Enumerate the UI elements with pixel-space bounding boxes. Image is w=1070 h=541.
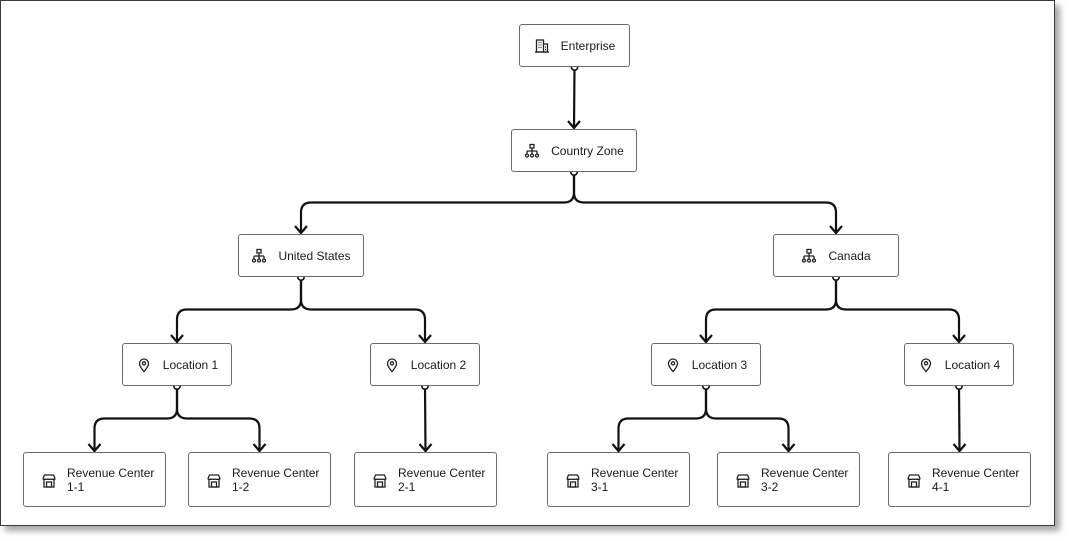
arrowhead: [418, 334, 432, 344]
node-label-line1: Revenue Center: [398, 466, 486, 480]
node-enterprise[interactable]: Enterprise: [519, 24, 630, 67]
connector-location_1-rc_1_1: [93, 386, 179, 451]
node-revenue-center-1-1[interactable]: Revenue Center 1-1: [23, 452, 166, 507]
arrowhead: [418, 443, 433, 453]
store-icon: [565, 473, 581, 489]
node-label-line1: Revenue Center: [232, 466, 320, 480]
store-icon: [906, 473, 922, 489]
connector-country_zone-united_states: [299, 172, 576, 233]
node-country-zone[interactable]: Country Zone: [511, 129, 637, 172]
connector-location_3-rc_3_1: [617, 386, 708, 451]
arrowhead: [252, 443, 267, 453]
store-icon: [735, 473, 751, 489]
store-icon: [372, 473, 388, 489]
node-label-line2: 1-2: [232, 480, 250, 494]
hierarchy-icon: [524, 143, 540, 159]
store-icon: [41, 473, 57, 489]
node-label-line2: 3-1: [591, 480, 609, 494]
node-label: Location 2: [410, 357, 467, 372]
node-label: Canada: [828, 248, 871, 263]
node-location-3[interactable]: Location 3: [651, 343, 761, 386]
connector-location_1-rc_1_2: [175, 386, 261, 451]
connector-enterprise-country_zone: [572, 66, 576, 129]
node-revenue-center-1-2[interactable]: Revenue Center 1-2: [188, 452, 331, 507]
connector-united_states-location_1: [175, 277, 303, 342]
node-label: Country Zone: [551, 143, 624, 158]
connector-canada-location_4: [834, 277, 961, 342]
arrowhead: [294, 225, 308, 235]
node-revenue-center-4-1[interactable]: Revenue Center 4-1: [888, 452, 1031, 507]
node-label: United States: [278, 248, 351, 263]
location-pin-icon: [918, 357, 934, 373]
node-label: Enterprise: [560, 38, 616, 53]
location-pin-icon: [665, 357, 681, 373]
node-label-line1: Revenue Center: [932, 466, 1020, 480]
arrowhead: [781, 443, 796, 453]
node-location-1[interactable]: Location 1: [122, 343, 232, 386]
node-label-line1: Revenue Center: [761, 466, 849, 480]
arrowhead: [829, 225, 843, 235]
arrowhead: [87, 443, 102, 453]
node-label-line1: Revenue Center: [591, 466, 679, 480]
node-label: Location 4: [944, 357, 1001, 372]
location-pin-icon: [384, 357, 400, 373]
node-label-line2: 3-2: [761, 480, 779, 494]
node-canada[interactable]: Canada: [773, 234, 899, 277]
node-revenue-center-2-1[interactable]: Revenue Center 2-1: [354, 452, 497, 507]
hierarchy-icon: [801, 248, 817, 264]
connector-location_2-rc_2_1: [423, 385, 427, 452]
hierarchy-icon: [251, 248, 267, 264]
node-label-line2: 4-1: [932, 480, 950, 494]
arrowhead: [567, 120, 581, 130]
node-label: Location 1: [162, 357, 219, 372]
node-revenue-center-3-2[interactable]: Revenue Center 3-2: [717, 452, 860, 507]
arrowhead: [952, 334, 966, 344]
node-label-line2: 2-1: [398, 480, 416, 494]
node-united-states[interactable]: United States: [238, 234, 364, 277]
node-label-line1: Revenue Center: [67, 466, 155, 480]
arrowhead: [611, 443, 626, 453]
location-pin-icon: [136, 357, 152, 373]
connector-canada-location_3: [704, 277, 838, 342]
node-location-4[interactable]: Location 4: [904, 343, 1014, 386]
arrowhead: [699, 334, 713, 344]
node-location-2[interactable]: Location 2: [370, 343, 480, 386]
node-revenue-center-3-1[interactable]: Revenue Center 3-1: [547, 452, 690, 507]
connector-location_3-rc_3_2: [704, 386, 790, 451]
node-label: Location 3: [691, 357, 748, 372]
building-icon: [534, 38, 550, 54]
connector-country_zone-canada: [572, 172, 838, 233]
arrowhead: [170, 334, 184, 344]
connector-united_states-location_2: [299, 277, 427, 342]
arrowhead: [952, 443, 967, 453]
node-label-line2: 1-1: [67, 480, 85, 494]
connector-location_4-rc_4_1: [957, 385, 961, 452]
store-icon: [206, 473, 222, 489]
